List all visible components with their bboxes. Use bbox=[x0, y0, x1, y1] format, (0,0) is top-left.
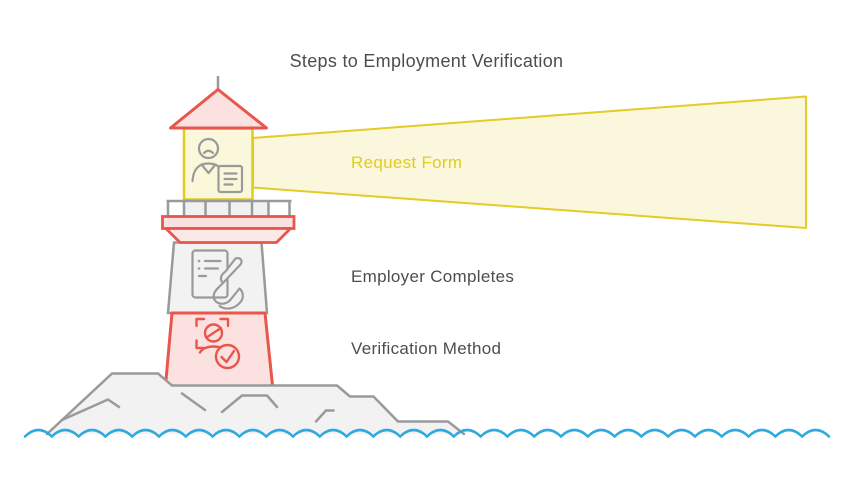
page-title: Steps to Employment Verification bbox=[289, 51, 564, 71]
tower-neck bbox=[164, 227, 292, 244]
step-label-employer-completes: Employer Completes bbox=[351, 267, 515, 286]
rocks bbox=[45, 372, 466, 436]
gallery-railing bbox=[166, 199, 292, 217]
step-label-request-form: Request Form bbox=[351, 153, 463, 172]
step-label-verification-method: Verification Method bbox=[351, 339, 502, 358]
identity-check-icon bbox=[195, 317, 241, 370]
gallery-deck bbox=[161, 215, 296, 230]
rock-cracks bbox=[60, 392, 335, 423]
person-with-form-icon bbox=[191, 137, 244, 194]
water-waves-icon bbox=[23, 428, 831, 439]
lighthouse bbox=[161, 76, 296, 386]
signing-document-icon bbox=[191, 249, 244, 310]
light-beam bbox=[252, 95, 807, 229]
roof bbox=[169, 88, 268, 130]
